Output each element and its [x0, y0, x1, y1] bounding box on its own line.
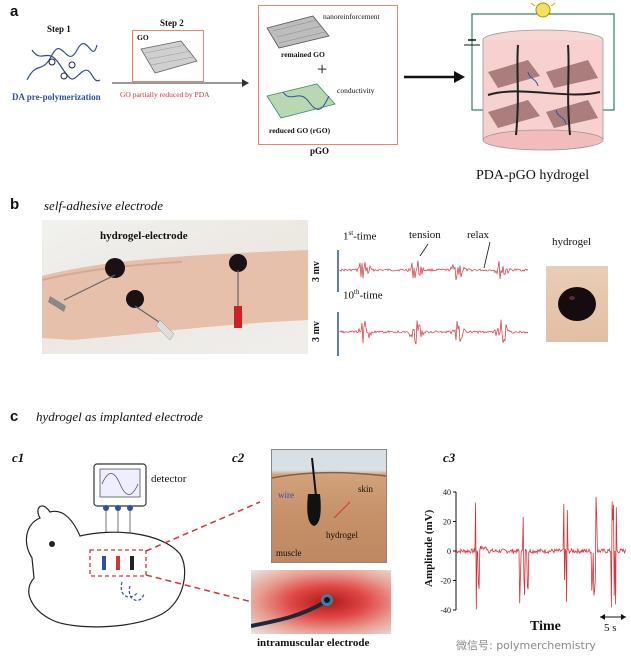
scale-3mv-top: 3 mv: [311, 261, 322, 282]
arrow-caption: GO partially reduced by PDA: [120, 90, 210, 99]
emg-trace-10th: [339, 319, 529, 345]
first-time-label: 1st-time: [343, 229, 376, 243]
panel-c-title: hydrogel as implanted electrode: [36, 409, 203, 424]
tenth-time-ordinal: th: [354, 288, 360, 296]
relax-pointer: [483, 241, 491, 269]
step2-box: GO: [132, 30, 204, 82]
plus-sign: +: [317, 59, 328, 79]
step1-caption: DA pre-polymerization: [12, 92, 101, 102]
tenth-time-suffix: -time: [359, 289, 383, 302]
detector-label: detector: [151, 473, 187, 485]
go-sheet-icon: [140, 40, 198, 74]
emg-traces: [337, 241, 529, 356]
c3-ylabel: Amplitude (mV): [423, 509, 435, 587]
intramuscular-label: intramuscular electrode: [257, 637, 370, 649]
pgo-box: nanoreinforcement remained GO + conducti…: [258, 5, 398, 145]
c3-scalebar-label: 5 s: [604, 622, 617, 634]
skin-label: skin: [358, 484, 374, 494]
tenth-time-number: 10: [343, 289, 354, 302]
conductivity-label: conductivity: [337, 86, 375, 95]
nanoreinforcement-label: nanoreinforcement: [323, 12, 380, 21]
first-time-ordinal: st: [348, 229, 354, 237]
hydrogel-circuit-diagram: [464, 2, 615, 151]
electrode-insertion: [251, 594, 333, 628]
c3-ytick-label: -20: [440, 577, 451, 586]
hydrogel-blob: [558, 287, 596, 321]
implant-illustration: [272, 457, 386, 526]
da-molecule-icon: [26, 43, 101, 82]
reduced-go-sheet-icon: [266, 83, 336, 119]
wire-label: wire: [278, 490, 294, 500]
intramuscular-electrode-photo: [251, 570, 391, 634]
tenth-time-label: 10th-time: [343, 288, 383, 302]
c3-ytick-label: 0: [447, 547, 451, 556]
hydrogel-electrode-label: hydrogel-electrode: [100, 230, 188, 242]
arm-photo: hydrogel-electrode: [42, 220, 308, 354]
arm-illustration: [42, 250, 308, 341]
hydrogel-title: PDA-pGO hydrogel: [476, 168, 590, 183]
step2-label: Step 2: [160, 18, 184, 28]
tension-label: tension: [409, 229, 441, 241]
step-arrow: [112, 79, 249, 87]
c3-xlabel: Time: [530, 619, 561, 634]
panel-b-title: self-adhesive electrode: [44, 198, 163, 213]
rabbit-detector-diagram: [25, 463, 261, 628]
pgo-label: pGO: [310, 146, 330, 156]
c3-emg-trace: [455, 496, 626, 610]
first-time-number: 1: [343, 230, 349, 243]
c3-ytick-label: 20: [443, 518, 451, 527]
scale-3mv-bottom: 3 mv: [311, 321, 322, 342]
hydrogel-photo-label: hydrogel: [552, 236, 592, 248]
remained-go-label: remained GO: [281, 50, 325, 59]
panel-b-letter: b: [10, 196, 20, 213]
c1-label: c1: [12, 450, 25, 465]
muscle-label: muscle: [276, 548, 302, 558]
c3-ytick-label: -40: [440, 606, 451, 615]
c3-ytick-label: 40: [443, 488, 451, 497]
watermark: 微信号: polymerchemistry: [456, 639, 596, 652]
relax-label: relax: [467, 229, 489, 241]
muscle-crosssection-photo: wire skin hydrogel muscle: [271, 449, 387, 563]
amplitude-chart: 40 20 0 -20 -40: [440, 488, 626, 615]
hydrogel-photo: [546, 266, 608, 342]
remained-go-sheet-icon: [266, 15, 330, 49]
tension-pointer: [419, 243, 429, 257]
emg-trace-1st: [339, 260, 529, 281]
reduced-go-label: reduced GO (rGO): [269, 126, 331, 135]
first-time-suffix: -time: [353, 230, 377, 243]
to-hydrogel-arrow: [404, 71, 465, 83]
c3-scalebar: [600, 614, 626, 620]
c3-label: c3: [443, 450, 456, 465]
step1-label: Step 1: [47, 24, 71, 34]
panel-a-letter: a: [10, 3, 19, 20]
c2-label: c2: [232, 450, 245, 465]
panel-c-letter: c: [10, 408, 19, 425]
go-label: GO: [137, 33, 149, 42]
hydrogel-implant-label: hydrogel: [326, 530, 358, 540]
